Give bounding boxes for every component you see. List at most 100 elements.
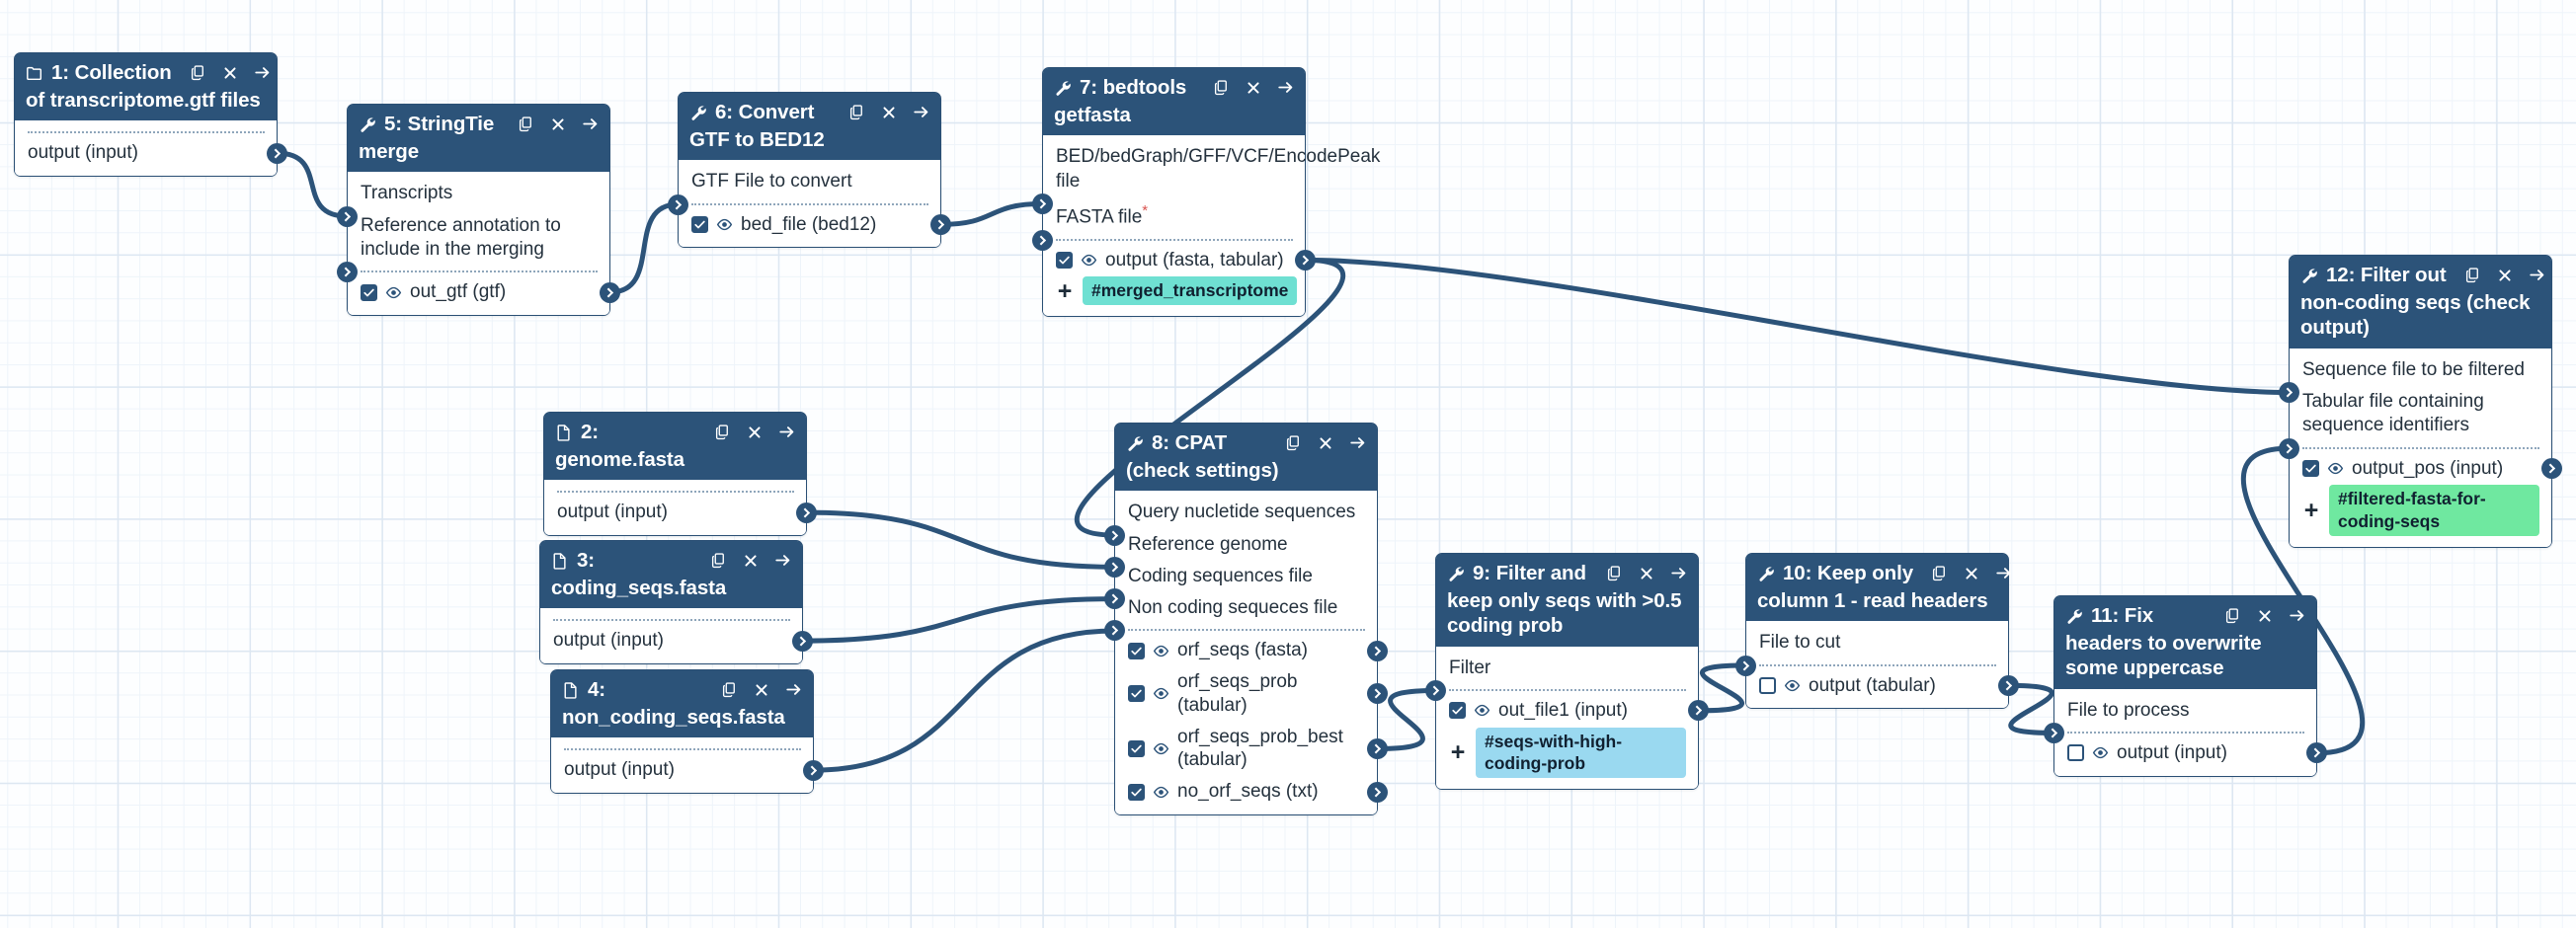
node-remove-button[interactable] — [222, 65, 238, 81]
node-remove-button[interactable] — [881, 105, 897, 120]
output-terminal[interactable] — [600, 281, 620, 303]
node-duplicate-button[interactable] — [848, 104, 865, 120]
node-input-row[interactable]: Query nucletide sequences — [1104, 497, 1377, 546]
node-input-row[interactable]: GTF File to convert — [668, 166, 940, 215]
node-output-row[interactable]: orf_seqs (fasta) — [1115, 635, 1388, 666]
input-terminal[interactable] — [337, 205, 358, 227]
output-tag-row[interactable]: + #filtered-fasta-for-coding-seqs — [2290, 484, 2551, 540]
node-input-row[interactable]: Non coding sequeces file — [1104, 592, 1377, 642]
node-remove-button[interactable] — [743, 553, 759, 569]
output-tag[interactable]: #seqs-with-high-coding-prob — [1476, 727, 1686, 779]
output-terminal[interactable] — [1998, 674, 2019, 696]
eye-icon[interactable] — [2327, 460, 2344, 477]
output-terminal[interactable] — [1367, 683, 1388, 705]
input-terminal[interactable] — [668, 193, 688, 215]
output-terminal[interactable] — [803, 759, 824, 781]
node-output-row[interactable]: output (input) — [551, 754, 824, 786]
eye-icon[interactable] — [2092, 744, 2109, 761]
node-header[interactable]: 4:non_coding_seqs.fasta — [551, 670, 813, 738]
node-recommend-button[interactable] — [774, 552, 791, 569]
node-input-row[interactable]: Tabular file containing sequence identif… — [2279, 386, 2551, 459]
output-checkbox[interactable] — [2067, 744, 2084, 762]
node-output-row[interactable]: out_gtf (gtf) — [348, 276, 620, 308]
node-output-row[interactable]: output (input) — [544, 497, 817, 528]
eye-icon[interactable] — [716, 216, 733, 233]
input-terminal[interactable] — [2279, 381, 2299, 403]
node-duplicate-button[interactable] — [518, 116, 534, 132]
eye-icon[interactable] — [1153, 784, 1169, 801]
node-recommend-button[interactable] — [254, 64, 271, 81]
node-input-row[interactable]: Reference annotation to include in the m… — [337, 210, 609, 283]
output-checkbox[interactable] — [1128, 685, 1145, 703]
node-output-row[interactable]: output (input) — [2054, 737, 2327, 769]
output-terminal[interactable] — [2306, 742, 2327, 764]
eye-icon[interactable] — [1153, 740, 1169, 757]
node-remove-button[interactable] — [754, 682, 769, 698]
node-recommend-button[interactable] — [2529, 267, 2545, 283]
input-terminal[interactable] — [1104, 556, 1125, 578]
node-output-row[interactable]: output (tabular) — [1746, 670, 2019, 702]
node-output-row[interactable]: output (input) — [15, 137, 287, 169]
output-tag[interactable]: #filtered-fasta-for-coding-seqs — [2329, 485, 2539, 536]
eye-icon[interactable] — [1784, 677, 1801, 694]
output-tag-row[interactable]: +#merged_transcriptome — [1043, 275, 1305, 309]
node-duplicate-button[interactable] — [190, 64, 206, 81]
input-terminal[interactable] — [337, 262, 358, 283]
output-terminal[interactable] — [1367, 781, 1388, 803]
node-remove-button[interactable] — [2497, 268, 2513, 283]
output-terminal[interactable] — [930, 213, 951, 235]
node-header[interactable]: 3:coding_seqs.fasta — [540, 541, 802, 609]
node-input-row[interactable]: Sequence file to be filtered — [2279, 354, 2551, 403]
node-recommend-button[interactable] — [582, 116, 599, 132]
node-input-row[interactable]: File to process — [2044, 695, 2316, 743]
node-recommend-button[interactable] — [913, 104, 929, 120]
node-input-row[interactable]: Transcripts — [337, 178, 609, 227]
node-duplicate-button[interactable] — [1285, 434, 1302, 451]
eye-icon[interactable] — [1153, 643, 1169, 659]
output-terminal[interactable] — [796, 502, 817, 523]
output-checkbox[interactable] — [1056, 251, 1073, 269]
node-recommend-button[interactable] — [785, 681, 802, 698]
output-terminal[interactable] — [792, 630, 813, 652]
node-output-row[interactable]: bed_file (bed12) — [679, 209, 951, 241]
node-recommend-button[interactable] — [2289, 607, 2305, 624]
output-terminal[interactable] — [1688, 700, 1709, 722]
output-checkbox[interactable] — [361, 283, 377, 301]
node-duplicate-button[interactable] — [1213, 79, 1230, 96]
node-remove-button[interactable] — [1964, 566, 1979, 581]
node-remove-button[interactable] — [2257, 608, 2273, 624]
node-input-row[interactable]: FASTA file* — [1032, 197, 1305, 251]
output-checkbox[interactable] — [2302, 459, 2319, 477]
output-checkbox[interactable] — [1759, 676, 1776, 694]
node-remove-button[interactable] — [550, 116, 566, 132]
node-duplicate-button[interactable] — [721, 681, 738, 698]
node-header[interactable]: 8: CPAT(check settings) — [1115, 424, 1377, 492]
node-remove-button[interactable] — [1639, 566, 1654, 581]
output-tag[interactable]: #merged_transcriptome — [1083, 276, 1298, 305]
output-checkbox[interactable] — [1449, 702, 1466, 720]
node-duplicate-button[interactable] — [1931, 565, 1948, 581]
input-terminal[interactable] — [1425, 679, 1446, 701]
node-input-row[interactable]: Coding sequences file — [1104, 561, 1377, 610]
output-checkbox[interactable] — [1128, 739, 1145, 757]
eye-icon[interactable] — [1474, 702, 1490, 719]
node-output-row[interactable]: out_file1 (input) — [1436, 695, 1709, 727]
node-output-row[interactable]: orf_seqs_prob (tabular) — [1115, 666, 1388, 722]
plus-icon[interactable]: + — [2303, 497, 2319, 525]
node-duplicate-button[interactable] — [2224, 607, 2241, 624]
node-input-row[interactable]: File to cut — [1735, 627, 2008, 676]
eye-icon[interactable] — [385, 284, 402, 301]
output-terminal[interactable] — [1367, 737, 1388, 759]
